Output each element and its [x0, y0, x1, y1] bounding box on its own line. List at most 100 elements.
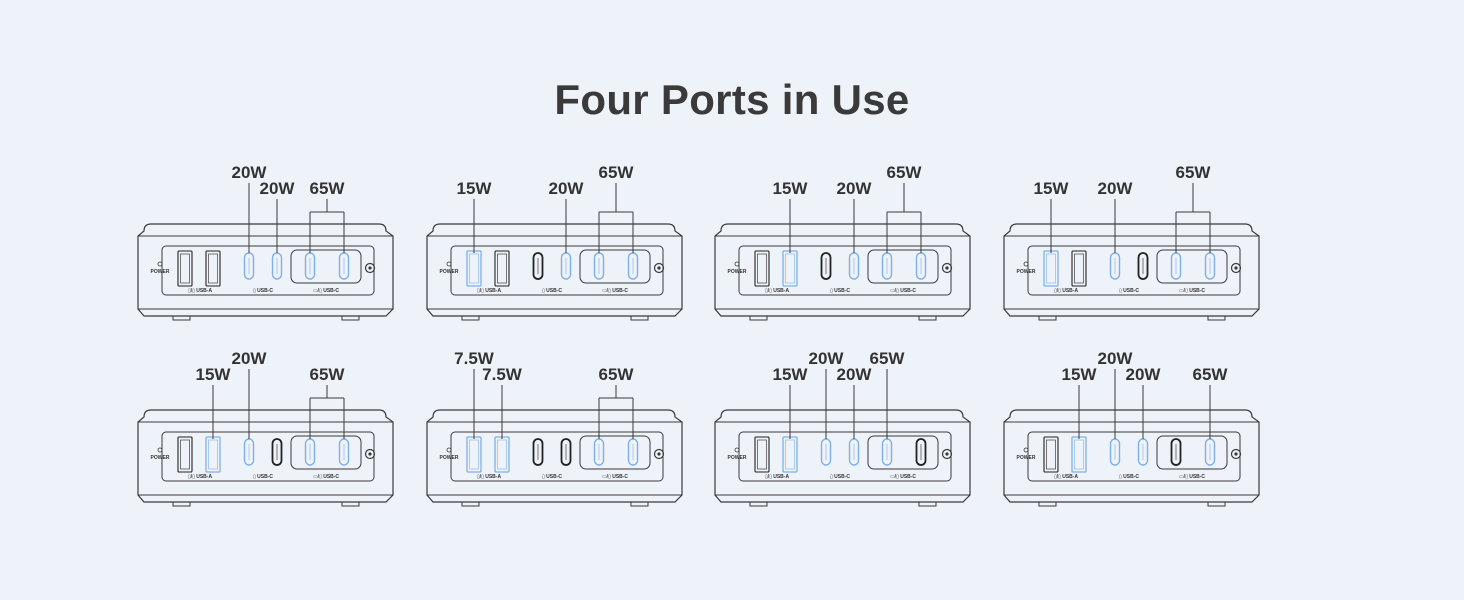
usb-a-port-inner [785, 253, 795, 284]
wattage-label: 20W [837, 179, 873, 198]
power-indicator-icon [734, 261, 740, 267]
device-outline [426, 409, 683, 503]
wattage-label: 15W [773, 179, 809, 198]
usb-a-label: ▯/▯ USB-A [188, 474, 213, 480]
usb-a-port-inner [497, 439, 507, 470]
charger-device: POWER▯/▯ USB-A▯ USB-C▭/▯ USB-C [426, 409, 683, 507]
usb-c-label: ▯ USB-C [253, 288, 273, 294]
left-foot [172, 501, 191, 507]
usb-c-combo-label: ▭/▯ USB-C [890, 288, 916, 294]
usb-a-port-inner [180, 439, 190, 470]
power-indicator-icon [157, 261, 163, 267]
usb-a-label: ▯/▯ USB-A [477, 474, 502, 480]
usb-a-port-inner [208, 253, 218, 284]
combo-port-frame [290, 249, 362, 284]
lock-icon [941, 448, 953, 460]
lock-icon-center [657, 452, 661, 456]
usb-a-port-active [466, 436, 482, 473]
power-label: POWER [151, 269, 170, 275]
page-title: Four Ports in Use [554, 76, 910, 123]
usb-a-port-active [782, 436, 798, 473]
usb-c-port [271, 438, 283, 466]
lock-icon [364, 262, 376, 274]
wattage-label: 20W [260, 179, 296, 198]
usb-c-combo-label: ▭/▯ USB-C [1179, 474, 1205, 480]
usb-a-port [1071, 250, 1087, 287]
combo-port-frame [1156, 249, 1228, 284]
wattage-label: 65W [1193, 365, 1229, 384]
usb-a-port-inner [208, 439, 218, 470]
charger-device: POWER▯/▯ USB-A▯ USB-C▭/▯ USB-C [714, 223, 971, 321]
combo-port-frame [290, 435, 362, 470]
left-foot [461, 501, 480, 507]
usb-a-label: ▯/▯ USB-A [477, 288, 502, 294]
usb-a-port-active [466, 250, 482, 287]
combo-port-frame [867, 435, 939, 470]
usb-a-port-active [1071, 436, 1087, 473]
usb-a-port [494, 250, 510, 287]
usb-a-port-active [494, 436, 510, 473]
usb-a-port-inner [469, 253, 479, 284]
power-label: POWER [151, 455, 170, 461]
usb-a-label: ▯/▯ USB-A [1054, 288, 1079, 294]
usb-a-port-inner [1046, 253, 1056, 284]
power-label: POWER [1017, 455, 1036, 461]
wattage-label: 65W [599, 365, 635, 384]
device-outline [137, 409, 394, 503]
usb-c-port [532, 438, 544, 466]
usb-c-port [1170, 438, 1182, 466]
lock-icon-center [1234, 452, 1238, 456]
power-indicator-icon [157, 447, 163, 453]
charger-device: POWER▯/▯ USB-A▯ USB-C▭/▯ USB-C [137, 223, 394, 321]
power-indicator-icon [734, 447, 740, 453]
usb-a-port-inner [1074, 253, 1084, 284]
right-foot [918, 501, 937, 507]
right-foot [918, 315, 937, 321]
usb-a-port-inner [757, 439, 767, 470]
wattage-label: 65W [870, 349, 906, 368]
usb-a-port [754, 436, 770, 473]
lock-icon-center [368, 452, 372, 456]
power-label: POWER [728, 269, 747, 275]
lock-icon-center [945, 452, 949, 456]
combo-port-frame [579, 249, 651, 284]
wattage-label: 20W [1126, 365, 1162, 384]
lock-icon [1230, 448, 1242, 460]
usb-a-port-active [205, 436, 221, 473]
usb-c-port [915, 438, 927, 466]
usb-a-port-inner [469, 439, 479, 470]
right-foot [341, 501, 360, 507]
device-outline [714, 223, 971, 317]
wattage-label: 20W [232, 163, 268, 182]
wattage-label: 65W [310, 179, 346, 198]
right-foot [630, 315, 649, 321]
device-outline [426, 223, 683, 317]
combo-port-frame [867, 249, 939, 284]
usb-a-port-active [782, 250, 798, 287]
left-foot [172, 315, 191, 321]
usb-a-label: ▯/▯ USB-A [1054, 474, 1079, 480]
usb-a-port [754, 250, 770, 287]
device-outline [1003, 223, 1260, 317]
charger-device: POWER▯/▯ USB-A▯ USB-C▭/▯ USB-C [137, 409, 394, 507]
wattage-label: 20W [232, 349, 268, 368]
usb-a-port-inner [180, 253, 190, 284]
lock-icon-center [368, 266, 372, 270]
left-foot [461, 315, 480, 321]
usb-c-label: ▯ USB-C [830, 474, 850, 480]
lock-icon-center [1234, 266, 1238, 270]
lock-icon-center [657, 266, 661, 270]
wattage-label: 20W [1098, 349, 1134, 368]
left-foot [1038, 315, 1057, 321]
usb-c-port [820, 252, 832, 280]
usb-a-label: ▯/▯ USB-A [765, 474, 790, 480]
